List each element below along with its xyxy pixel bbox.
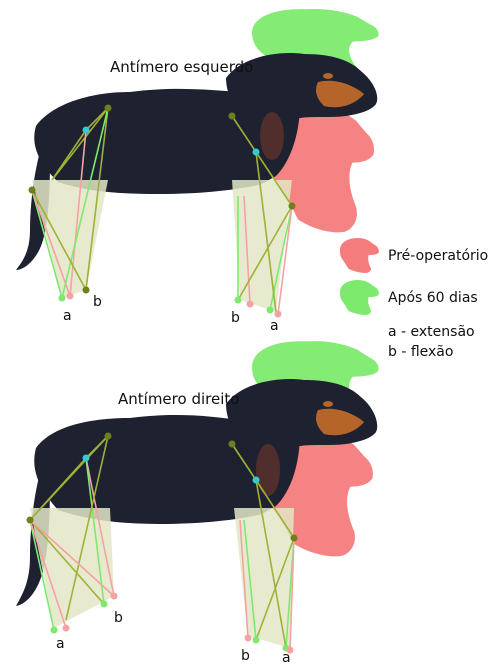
legend-note-b: b - flexão (388, 344, 453, 360)
front-extension-label: a (270, 318, 279, 334)
panel-left-antimere: Antímero esquerdo a b b a (16, 9, 379, 334)
panel-title: Antímero direito (118, 390, 239, 408)
front-extension-label: a (282, 650, 291, 664)
legend-note-a: a - extensão (388, 324, 475, 340)
dog-eye-tan (323, 73, 333, 79)
dog-eye-tan (323, 401, 333, 407)
rear-flexion-label: b (93, 294, 102, 310)
panel-title: Antímero esquerdo (110, 58, 253, 76)
red-dog-head-icon (340, 238, 379, 273)
legend-apos-60-dias: Após 60 dias (388, 290, 478, 306)
legend-pre-operatorio: Pré-operatório (388, 248, 488, 264)
dog-chest-tan (256, 444, 280, 496)
dog-chest-tan (260, 112, 284, 160)
panel-right-antimere: Antímero direito a b b a (16, 341, 379, 664)
legend: Pré-operatório Após 60 dias a - extensão… (340, 238, 488, 360)
front-flexion-label: b (231, 310, 240, 326)
rear-extension-label: a (56, 636, 65, 652)
front-flexion-label: b (241, 648, 250, 664)
rear-extension-label: a (63, 308, 72, 324)
green-dog-head-icon (340, 280, 379, 315)
rear-flexion-label: b (114, 610, 123, 626)
